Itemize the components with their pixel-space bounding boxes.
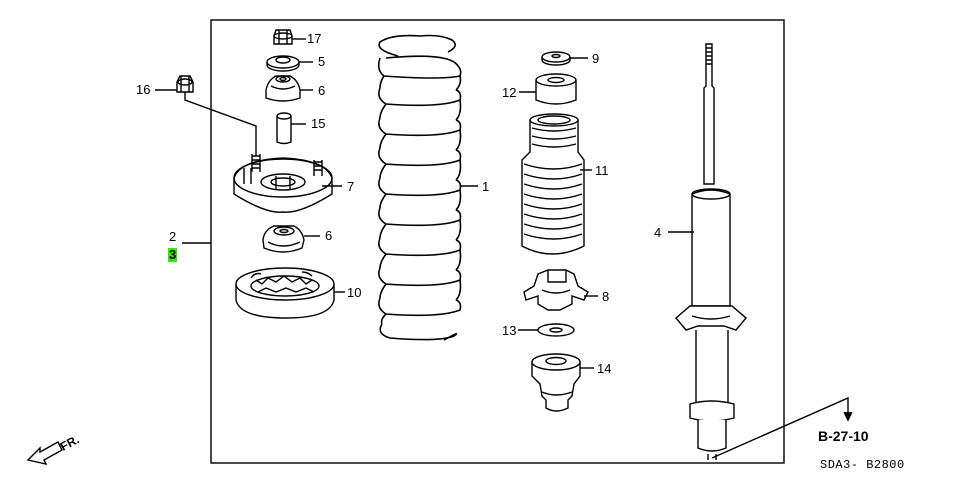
callout-5: 5 <box>318 54 326 69</box>
part-7-mount-base <box>233 154 333 213</box>
part-12-stop <box>535 73 577 105</box>
callout-10: 10 <box>347 285 362 300</box>
callout-8: 8 <box>602 289 610 304</box>
callout-16: 16 <box>136 82 151 97</box>
callout-4: 4 <box>654 225 662 240</box>
part-14-bump-rubber <box>531 353 581 412</box>
group-frame <box>210 19 785 464</box>
part-6-bushing-upper <box>265 75 301 102</box>
callout-14: 14 <box>597 361 612 376</box>
part-11-dust-boot <box>521 113 585 255</box>
callout-2: 2 <box>169 229 177 244</box>
callout-1: 1 <box>482 179 490 194</box>
part-6-bushing-lower <box>262 225 305 253</box>
callout-6-upper: 6 <box>318 83 326 98</box>
part-16-nut <box>176 75 194 93</box>
callout-15: 15 <box>311 116 326 131</box>
part-10-spring-seat <box>235 267 335 319</box>
part-4-shock-absorber <box>675 43 747 460</box>
front-arrow <box>26 441 63 466</box>
callout-3-highlighted[interactable]: 3 <box>168 247 178 262</box>
callout-9: 9 <box>592 51 600 66</box>
callout-7: 7 <box>347 179 355 194</box>
part-9-washer <box>541 51 571 66</box>
callout-12: 12 <box>502 85 517 100</box>
callout-13: 13 <box>502 323 517 338</box>
callout-6-lower: 6 <box>325 228 333 243</box>
part-13-washer <box>537 323 575 337</box>
reference-link[interactable]: B-27-10 <box>818 428 869 444</box>
part-1-coil-spring <box>377 34 462 341</box>
callout-11: 11 <box>595 163 609 178</box>
part-8-bracket <box>523 269 589 311</box>
diagram-code: SDA3- B2800 <box>820 458 905 472</box>
part-15-collar <box>276 112 292 145</box>
part-5-washer <box>266 55 300 72</box>
callout-17: 17 <box>307 31 322 46</box>
part-17-nut <box>273 29 293 45</box>
